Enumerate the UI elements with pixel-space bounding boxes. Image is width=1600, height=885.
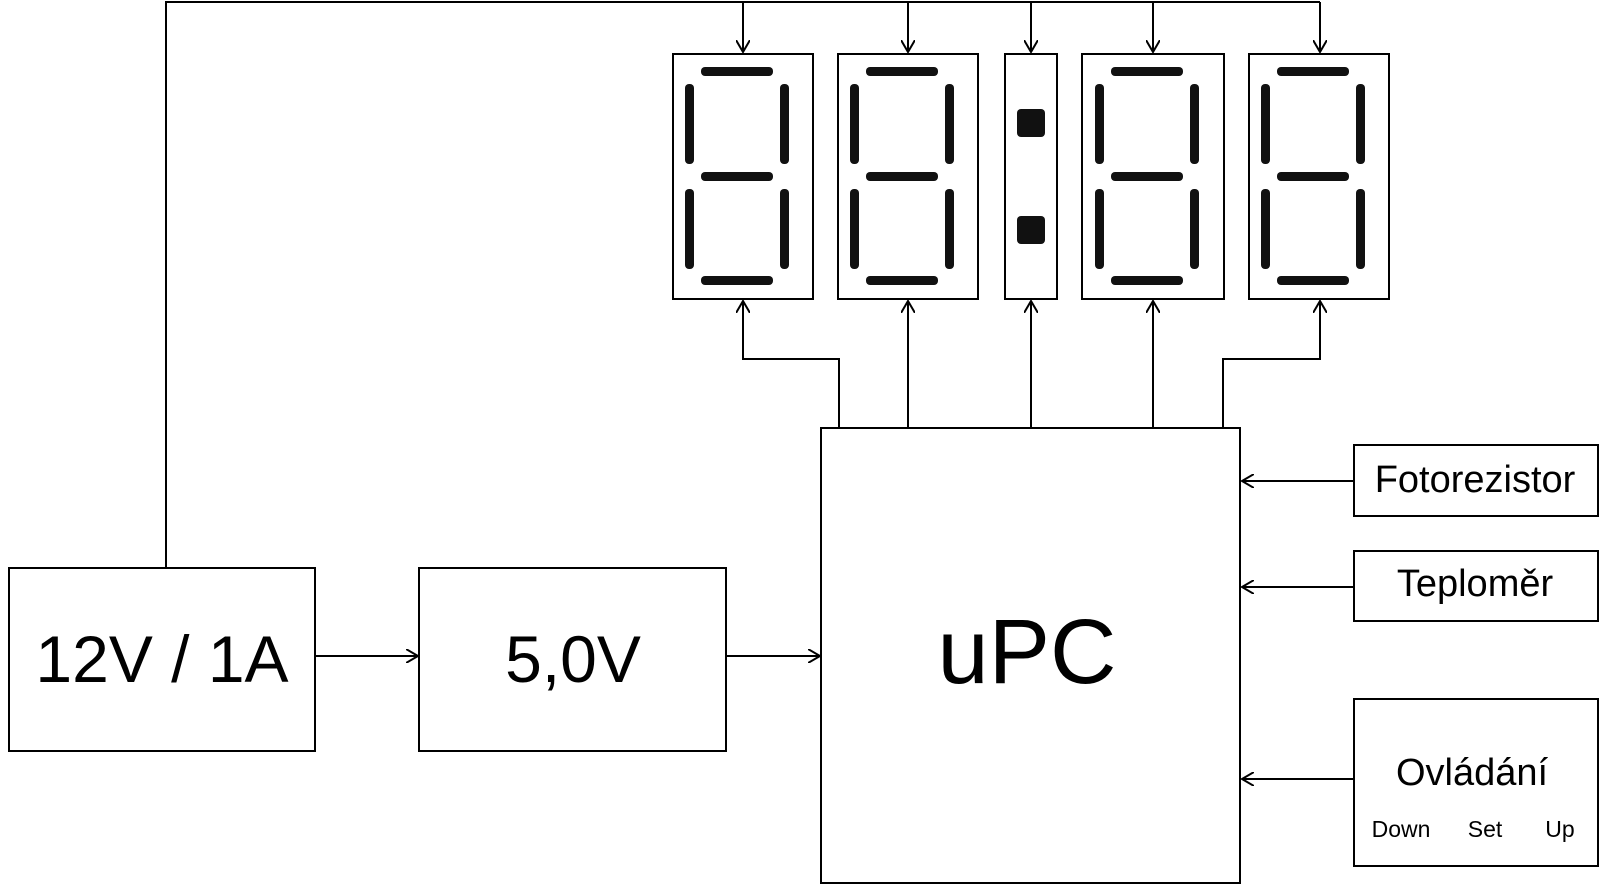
segments-digit-2 bbox=[850, 67, 954, 285]
seg-d bbox=[866, 276, 938, 285]
seg-f bbox=[685, 84, 694, 164]
seg-a bbox=[1111, 67, 1183, 76]
button-set-label: Set bbox=[1468, 816, 1503, 842]
controls-block: Ovládání Down Set Up bbox=[1353, 698, 1599, 867]
photoresistor-block: Fotorezistor bbox=[1353, 444, 1599, 517]
seg-f bbox=[1095, 84, 1104, 164]
seg-g bbox=[1111, 172, 1183, 181]
seg-b bbox=[780, 84, 789, 164]
seg-b bbox=[945, 84, 954, 164]
seg-g bbox=[866, 172, 938, 181]
controls-title: Ovládání bbox=[1396, 752, 1549, 794]
seg-e bbox=[685, 189, 694, 269]
power-rail bbox=[165, 1, 1320, 568]
seg-a bbox=[1277, 67, 1349, 76]
seg-c bbox=[780, 189, 789, 269]
seg-a bbox=[701, 67, 773, 76]
seg-e bbox=[1095, 189, 1104, 269]
mcu-label: uPC bbox=[938, 601, 1117, 703]
display-digit-1 bbox=[672, 53, 814, 300]
segments-digit-1 bbox=[685, 67, 789, 285]
seg-g bbox=[701, 172, 773, 181]
segments-digit-3 bbox=[1095, 67, 1199, 285]
button-down-label: Down bbox=[1372, 816, 1431, 842]
seg-a bbox=[866, 67, 938, 76]
thermometer-label: Teploměr bbox=[1397, 563, 1554, 605]
seg-e bbox=[1261, 189, 1270, 269]
seg-f bbox=[1261, 84, 1270, 164]
seg-d bbox=[1277, 276, 1349, 285]
display-digit-4 bbox=[1248, 53, 1390, 300]
photoresistor-label: Fotorezistor bbox=[1375, 459, 1576, 501]
display-digit-3 bbox=[1081, 53, 1225, 300]
seg-d bbox=[1111, 276, 1183, 285]
thermometer-block: Teploměr bbox=[1353, 550, 1599, 622]
seg-b bbox=[1190, 84, 1199, 164]
colon-dot-lower bbox=[1017, 216, 1045, 244]
seg-c bbox=[1356, 189, 1365, 269]
seg-c bbox=[945, 189, 954, 269]
display-colon bbox=[1004, 53, 1058, 300]
button-up-label: Up bbox=[1545, 816, 1574, 842]
seg-b bbox=[1356, 84, 1365, 164]
regulator-label: 5,0V bbox=[505, 622, 641, 696]
seg-c bbox=[1190, 189, 1199, 269]
seg-e bbox=[850, 189, 859, 269]
seg-g bbox=[1277, 172, 1349, 181]
mcu-display-lines bbox=[743, 301, 1320, 428]
seg-d bbox=[701, 276, 773, 285]
display-digit-2 bbox=[837, 53, 979, 300]
power-supply-label: 12V / 1A bbox=[35, 622, 288, 696]
regulator-block: 5,0V bbox=[418, 567, 727, 752]
segments-digit-4 bbox=[1261, 67, 1365, 285]
power-supply-block: 12V / 1A bbox=[8, 567, 316, 752]
mcu-block: uPC bbox=[820, 427, 1241, 884]
colon-dot-upper bbox=[1017, 109, 1045, 137]
seg-f bbox=[850, 84, 859, 164]
